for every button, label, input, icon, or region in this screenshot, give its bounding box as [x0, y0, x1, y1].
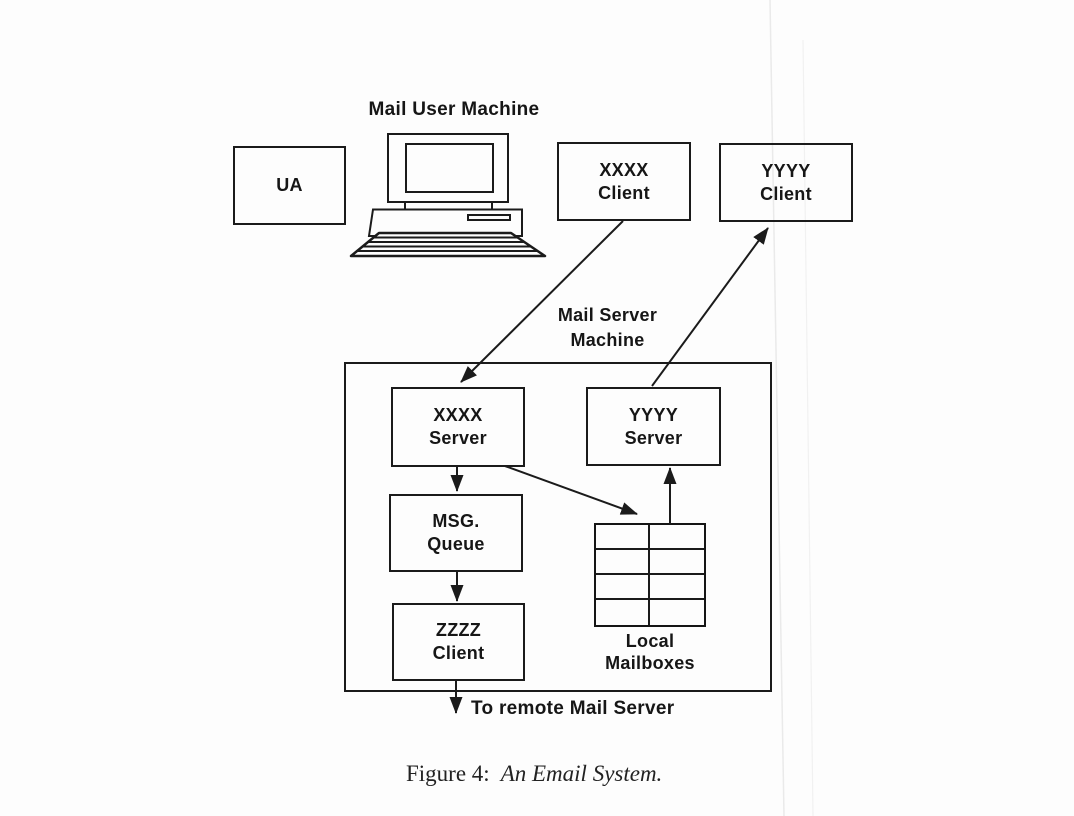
yyyy-server-label-line1: YYYY	[628, 404, 679, 425]
figure-caption-prefix: Figure 4:	[406, 761, 490, 786]
mailbox-cell	[650, 600, 704, 625]
scan-artifact-line	[769, 0, 785, 816]
local-mailboxes-label-line1: Local	[625, 631, 675, 651]
yyyy-server-label-line2: Server	[624, 427, 683, 448]
mailbox-cell	[596, 575, 650, 600]
computer-monitor	[387, 133, 509, 203]
yyyy-server-box: YYYY Server	[586, 387, 721, 466]
mail-server-machine-label-line2: Machine	[570, 330, 645, 350]
mail-server-machine-label-line1: Mail Server	[557, 305, 658, 325]
yyyy-client-label-line2: Client	[760, 183, 812, 204]
computer-base-unit	[367, 208, 523, 237]
mail-user-machine-label: Mail User Machine	[368, 99, 540, 120]
xxxx-client-box: XXXX Client	[557, 142, 691, 221]
yyyy-client-label-line1: YYYY	[761, 160, 811, 181]
xxxx-server-label-line1: XXXX	[433, 405, 483, 425]
mailbox-cell	[596, 550, 650, 575]
local-mailboxes-grid	[594, 523, 706, 627]
ua-box: UA	[233, 146, 346, 225]
zzzz-client-label-line2: Client	[432, 643, 485, 663]
computer-keyboard	[349, 231, 547, 258]
yyyy-client-box: YYYY Client	[719, 143, 853, 222]
local-mailboxes-label: Local Mailboxes	[590, 630, 710, 674]
figure-caption: Figure 4: An Email System.	[406, 761, 662, 787]
xxxx-server-label-line2: Server	[429, 428, 487, 448]
zzzz-client-box: ZZZZ Client	[392, 603, 525, 681]
mailbox-cell	[650, 550, 704, 575]
arrow-xxxx-client-to-xxxx-server	[460, 220, 624, 383]
msg-queue-label-line1: MSG.	[432, 511, 480, 531]
local-mailboxes-label-line2: Mailboxes	[605, 653, 695, 673]
mailbox-cell	[650, 525, 704, 550]
xxxx-client-label-line1: XXXX	[599, 159, 649, 180]
figure-caption-title: An Email System.	[500, 761, 663, 786]
floppy-slot	[467, 214, 511, 221]
mailbox-cell	[596, 600, 650, 625]
mail-server-machine-label: Mail Server Machine	[545, 303, 670, 353]
to-remote-mail-server-label: To remote Mail Server	[471, 698, 675, 719]
ua-label: UA	[276, 175, 303, 195]
mailbox-cell	[596, 525, 650, 550]
zzzz-client-label-line1: ZZZZ	[435, 620, 482, 640]
desktop-computer-icon	[349, 133, 547, 258]
computer-screen	[405, 143, 494, 193]
xxxx-client-label-line2: Client	[598, 182, 650, 203]
mailbox-cell	[650, 575, 704, 600]
msg-queue-label-line2: Queue	[427, 534, 485, 554]
xxxx-server-box: XXXX Server	[391, 387, 525, 467]
msg-queue-box: MSG. Queue	[389, 494, 523, 572]
